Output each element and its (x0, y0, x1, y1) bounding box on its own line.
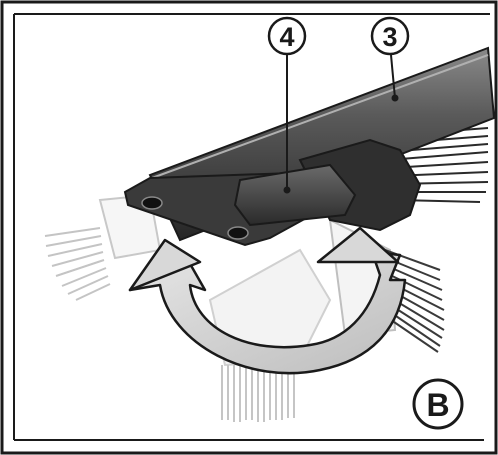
slide-button (233, 163, 357, 227)
rotate-arrow-icon (128, 226, 407, 375)
leader-dot-4 (283, 186, 291, 194)
leader-dot-3 (391, 94, 399, 102)
ghost-brush-lower (208, 248, 332, 422)
panel-label: B (412, 378, 464, 430)
leader-line-3 (390, 54, 396, 99)
panel-label-text: B (426, 387, 449, 423)
callout-4: 4 (267, 16, 307, 56)
callout-3-label: 3 (382, 22, 397, 52)
callout-4-label: 4 (279, 22, 294, 52)
callout-3: 3 (370, 16, 410, 56)
